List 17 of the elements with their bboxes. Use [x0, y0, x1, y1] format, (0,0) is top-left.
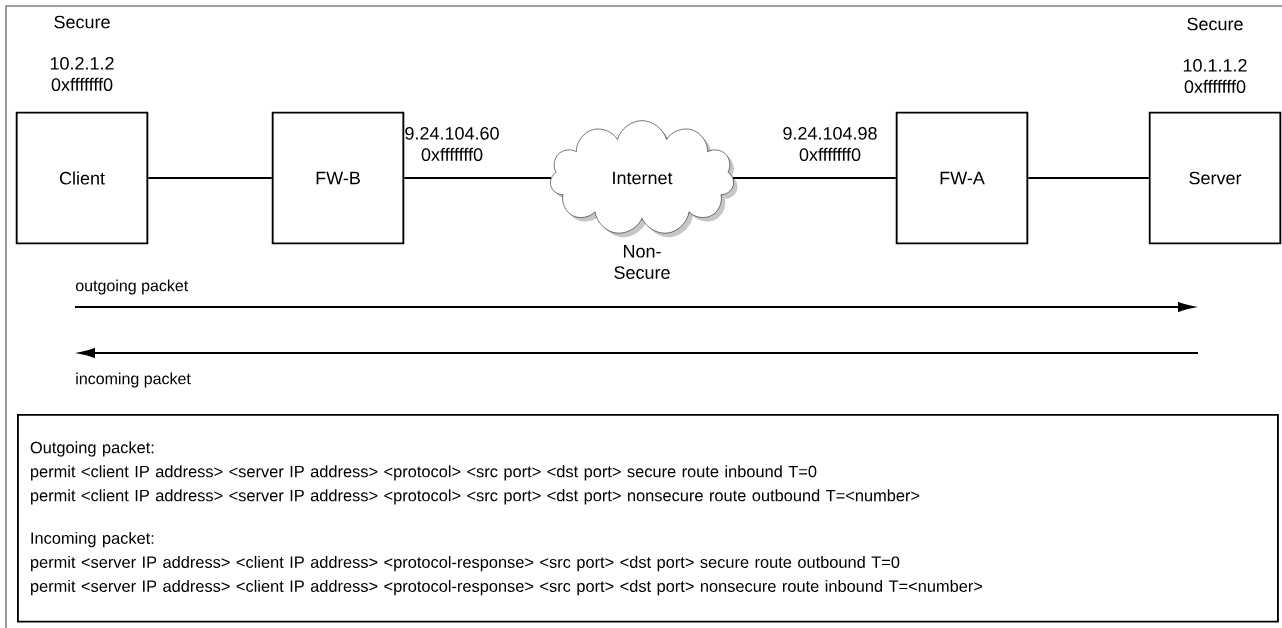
arrow-label: outgoing packet — [75, 279, 189, 295]
connector-line — [732, 177, 897, 179]
process-box: FW-B — [271, 111, 405, 245]
address-label: 9.24.104.98 0xfffffff0 — [783, 126, 877, 162]
connector-line — [147, 177, 273, 179]
arrow-label: incoming packet — [76, 372, 191, 388]
node-caption: 10.1.1.2 0xfffffff0 — [1183, 58, 1247, 94]
address-label: 9.24.104.60 0xfffffff0 — [405, 126, 499, 162]
node-caption: Secure — [54, 15, 110, 29]
process-box: Client — [15, 111, 149, 245]
node-caption: Secure — [1187, 17, 1243, 31]
connector-line — [403, 177, 552, 179]
node-caption: Non-Secure — [614, 245, 670, 279]
process-box: FW-A — [895, 111, 1029, 245]
connector-line — [1027, 177, 1150, 179]
process-box: Server — [1148, 111, 1282, 245]
node-caption: 10.2.1.2 0xfffffff0 — [50, 56, 114, 92]
